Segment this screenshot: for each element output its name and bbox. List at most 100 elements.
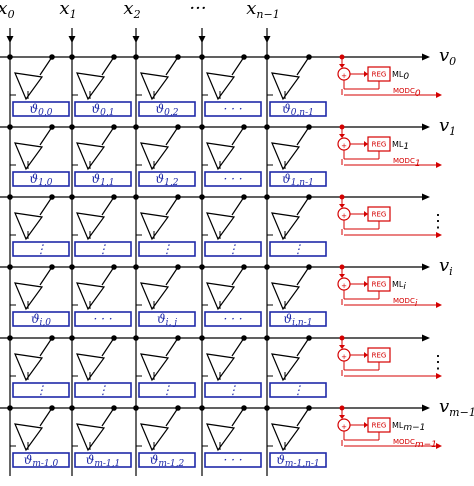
memristor-triangle (206, 353, 236, 382)
parameter-label-base: ⋮ (97, 242, 109, 256)
memristor-triangle (140, 212, 170, 241)
parameter-box (12, 241, 70, 257)
memristor-link (231, 56, 245, 76)
parameter-label-base: ⋮ (35, 383, 47, 397)
modc-arrow (436, 443, 442, 449)
ml-label-base: ML (392, 140, 404, 149)
parameter-label-base: ⋮ (227, 383, 239, 397)
memristor-triangle (14, 423, 44, 452)
junction-dot (264, 405, 270, 411)
parameter-label-sub: 0,n-1 (291, 108, 314, 118)
memristor-link (296, 407, 310, 427)
junction-dot (7, 264, 13, 270)
parameter-label: · · · (223, 453, 242, 467)
parameter-label: ϑi, j (157, 312, 177, 328)
memristor-triangle (206, 72, 236, 101)
parameter-label: ⋮ (161, 242, 173, 256)
control-arrow (364, 141, 368, 147)
parameter-label: ϑ0,n-1 (282, 102, 314, 118)
junction-dot (133, 54, 139, 60)
junction-dot (199, 124, 205, 130)
parameter-box (269, 101, 327, 117)
parameter-label: ϑm-1,1 (86, 453, 120, 469)
adder-symbol: + (341, 282, 347, 290)
ml-label-base: ML (392, 421, 404, 430)
parameter-box (74, 101, 132, 117)
junction-dot (69, 335, 75, 341)
row-output-label-base: v (439, 396, 449, 417)
ml-label-sub: 1 (403, 142, 409, 152)
parameter-label: ϑm-1,n-1 (276, 453, 319, 469)
parameter-box (269, 171, 327, 187)
column-label-base: ··· (189, 0, 206, 19)
junction-dot (264, 335, 270, 341)
junction-dot (7, 194, 13, 200)
parameter-box (138, 171, 196, 187)
parameter-label-base: ϑ (157, 312, 166, 326)
memristor-triangle (14, 282, 44, 311)
column-input-arrow (132, 36, 140, 43)
column-label: ··· (189, 0, 206, 19)
memristor-link (39, 56, 53, 76)
memristor-triangle (76, 282, 106, 311)
ml-label: MLm−1 (392, 421, 425, 433)
parameter-label-base: · · · (223, 453, 242, 467)
parameter-label-sub: 1,n-1 (291, 178, 314, 188)
column-label: xn−1 (246, 0, 279, 21)
parameter-label-base: ϑ (282, 172, 291, 186)
column-input-arrow (68, 36, 76, 43)
column-label-base: x (0, 0, 8, 19)
parameter-label-sub: i,n-1 (292, 318, 312, 328)
parameter-label: ⋮ (227, 383, 239, 397)
parameter-box (138, 101, 196, 117)
parameter-label-base: ⋮ (161, 242, 173, 256)
parameter-label-base: · · · (223, 102, 242, 116)
parameter-box (74, 171, 132, 187)
ml-label-sub: 0 (403, 72, 409, 82)
memristor-triangle (76, 72, 106, 101)
memristor-link (39, 126, 53, 146)
junction-dot (69, 405, 75, 411)
junction-dot (264, 264, 270, 270)
parameter-box (12, 311, 70, 327)
parameter-label-base: ϑ (150, 453, 159, 467)
memristor-link (231, 196, 245, 216)
row-output-arrow (422, 193, 430, 201)
parameter-label-base: ϑ (282, 102, 291, 116)
ml-label: ML1 (392, 140, 409, 152)
parameter-label-base: ϑ (24, 453, 33, 467)
column-label-sub: 1 (70, 8, 77, 21)
row-output-arrow (422, 123, 430, 131)
parameter-box (269, 311, 327, 327)
row-output-label-base: v (439, 255, 449, 276)
memristor-link (101, 337, 115, 357)
parameter-label-base: · · · (223, 312, 242, 326)
memristor-link (231, 337, 245, 357)
column-input-arrow (6, 36, 14, 43)
parameter-label-base: ϑ (156, 172, 165, 186)
memristor-link (296, 337, 310, 357)
parameter-label-base: ϑ (30, 102, 39, 116)
reg-label: REG (372, 281, 387, 289)
modc-label-sub: 1 (415, 159, 421, 169)
row-output-label: vm−1 (439, 396, 474, 419)
modc-arrow (436, 162, 442, 168)
column-label-base: x (59, 0, 69, 19)
reg-label: REG (372, 141, 387, 149)
memristor-link (231, 407, 245, 427)
parameter-label-sub: 1,1 (100, 178, 114, 188)
junction-dot (69, 194, 75, 200)
modc-arrow (436, 232, 442, 238)
adder-symbol: + (341, 72, 347, 80)
parameter-label: ϑm-1,0 (24, 453, 59, 469)
parameter-label-base: ⋮ (97, 383, 109, 397)
parameter-label-sub: 0,0 (38, 108, 53, 118)
parameter-box (12, 452, 70, 468)
memristor-triangle (206, 212, 236, 241)
memristor-link (101, 196, 115, 216)
junction-dot (199, 194, 205, 200)
parameter-label: · · · (223, 172, 242, 186)
modc-label-sub: m−1 (415, 440, 437, 450)
parameter-box (138, 311, 196, 327)
